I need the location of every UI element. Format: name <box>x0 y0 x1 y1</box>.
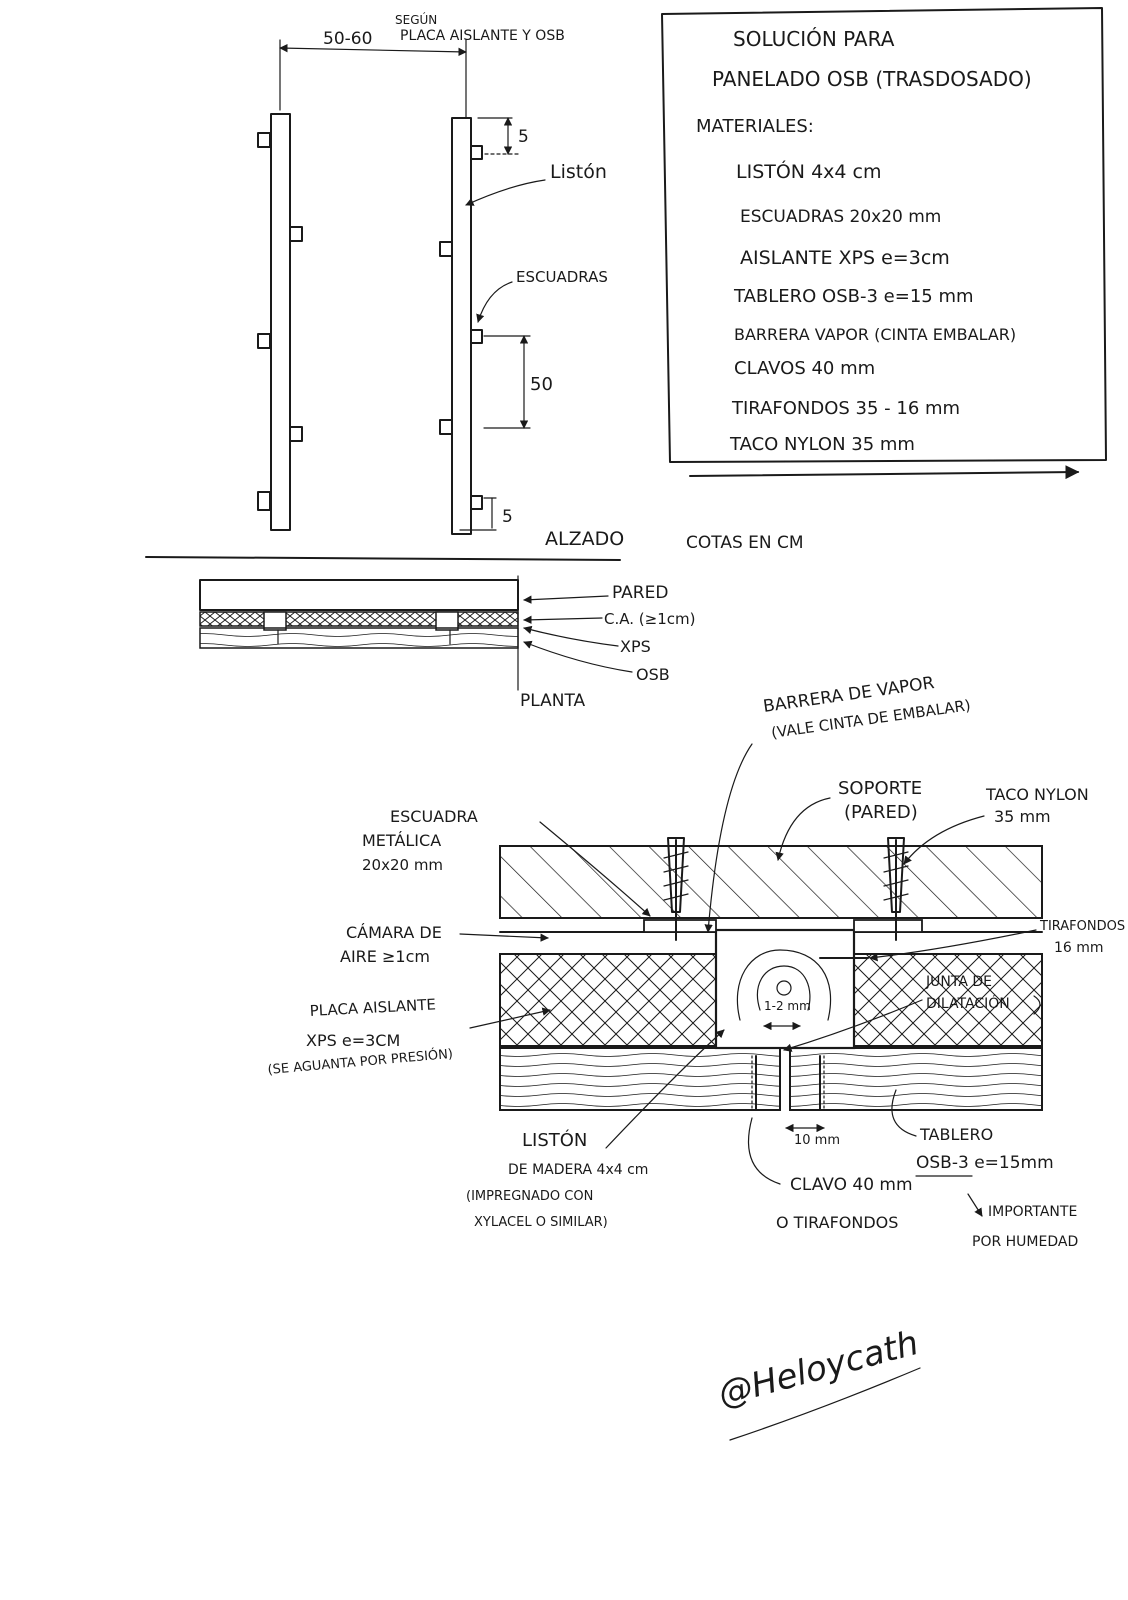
plan-label-osb: OSB <box>636 665 670 684</box>
label-tirafondos-1: TIRAFONDOS <box>1039 919 1125 934</box>
material-item: BARRERA VAPOR (CINTA EMBALAR) <box>734 325 1016 344</box>
dim-mid-label: 50 <box>530 374 553 395</box>
wall-plug-right <box>883 837 909 941</box>
plan-separator <box>145 556 621 561</box>
caption-cotas: COTAS EN CM <box>686 533 804 553</box>
label-taco-1: TACO NYLON <box>985 785 1089 804</box>
label-camara-1: CÁMARA DE <box>346 923 442 942</box>
label-junta-2: DILATACIÓN <box>926 994 1010 1012</box>
caption-alzado: ALZADO <box>545 528 624 550</box>
label-placa-1: PLACA AISLANTE <box>309 995 436 1020</box>
left-batten-brackets <box>257 132 303 511</box>
notes-materials-heading: MATERIALES: <box>696 116 814 137</box>
width-dim-label: 50-60 <box>323 29 372 49</box>
width-dimension-line <box>279 43 467 57</box>
label-escuadras: ESCUADRAS <box>516 268 608 286</box>
label-gap: 1-2 mm <box>764 999 811 1013</box>
batten-section <box>714 928 856 1050</box>
section-detail: BARRERA DE VAPOR (VALE CINTA DE EMBALAR)… <box>267 673 1125 1250</box>
plan-label-ca: C.A. (≥1cm) <box>604 610 695 628</box>
label-placa-3: (SE AGUANTA POR PRESIÓN) <box>267 1046 454 1078</box>
label-liston-3: (IMPREGNADO CON <box>466 1189 593 1204</box>
label-liston-4: XYLACEL O SIMILAR) <box>474 1215 608 1230</box>
label-clavo-2: O TIRAFONDOS <box>776 1213 898 1232</box>
material-item: TACO NYLON 35 mm <box>729 434 915 455</box>
notes-title-1: SOLUCIÓN PARA <box>733 27 895 51</box>
plan-caption: PLANTA <box>520 691 586 711</box>
label-liston: Listón <box>550 161 607 183</box>
label-camara-2: AIRE ≥1cm <box>340 947 430 966</box>
material-item: TABLERO OSB-3 e=15 mm <box>733 286 974 307</box>
label-junta-1: JUNTA DE <box>925 974 992 990</box>
width-note-line2: PLACA AISLANTE Y OSB <box>400 28 565 44</box>
signature: @Heloycath <box>714 1323 923 1441</box>
wall-plug-left <box>663 837 689 941</box>
material-item: TIRAFONDOS 35 - 16 mm <box>731 398 960 419</box>
label-clavo-1: CLAVO 40 mm <box>790 1175 913 1195</box>
notes-title-2: PANELADO OSB (TRASDOSADO) <box>712 67 1032 91</box>
label-tablero-1: TABLERO <box>919 1125 993 1144</box>
material-item: AISLANTE XPS e=3cm <box>740 247 950 269</box>
left-batten <box>270 113 291 531</box>
dim-top-label: 5 <box>518 127 529 147</box>
material-item: CLAVOS 40 mm <box>734 358 875 379</box>
label-escuadra-2: METÁLICA <box>362 831 441 850</box>
label-importante-2: POR HUMEDAD <box>972 1234 1078 1250</box>
label-joint-gap: 10 mm <box>794 1133 840 1148</box>
width-note-line1: SEGÚN <box>395 12 437 27</box>
label-soporte-1: SOPORTE <box>838 778 922 799</box>
plan-drawing: PARED C.A. (≥1cm) XPS OSB PLANTA <box>145 556 695 711</box>
signature-text: @Heloycath <box>714 1323 923 1415</box>
label-liston-2: DE MADERA 4x4 cm <box>508 1162 648 1178</box>
label-taco-2: 35 mm <box>994 807 1051 826</box>
right-batten <box>451 117 472 535</box>
material-item: ESCUADRAS 20x20 mm <box>740 207 941 227</box>
right-batten-brackets <box>439 145 483 510</box>
label-escuadra-1: ESCUADRA <box>390 807 478 826</box>
material-item: LISTÓN 4x4 cm <box>736 159 881 183</box>
plan-label-pared: PARED <box>612 583 668 603</box>
label-tirafondos-2: 16 mm <box>1054 940 1104 956</box>
label-placa-2: XPS e=3CM <box>306 1031 400 1050</box>
label-tablero-2: OSB-3 e=15mm <box>916 1153 1054 1173</box>
plan-label-xps: XPS <box>620 637 651 656</box>
dim-bottom-label: 5 <box>502 507 513 527</box>
label-importante-1: IMPORTANTE <box>988 1204 1077 1220</box>
elevation-drawing: 50-60 SEGÚN PLACA AISLANTE Y OSB 5 <box>257 12 804 553</box>
label-soporte-2: (PARED) <box>844 802 918 823</box>
notes-box: SOLUCIÓN PARA PANELADO OSB (TRASDOSADO) … <box>661 7 1107 480</box>
label-liston-1: LISTÓN <box>522 1129 587 1151</box>
label-escuadra-3: 20x20 mm <box>362 856 443 874</box>
